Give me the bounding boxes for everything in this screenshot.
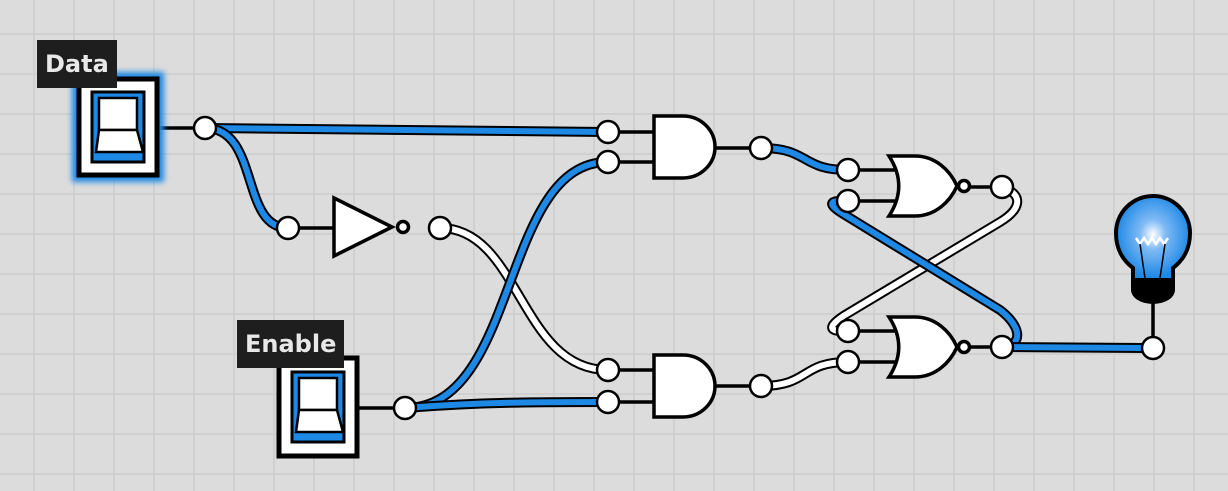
wire-data-to-and1[interactable] <box>200 123 613 137</box>
light-bulb-icon <box>1113 194 1193 304</box>
enable-switch[interactable] <box>276 355 360 459</box>
wire-nor2-feedback[interactable] <box>827 195 1023 352</box>
wire-and1-to-nor1[interactable] <box>756 143 853 175</box>
nor-gate-2[interactable] <box>885 315 972 379</box>
and-gate-2[interactable] <box>652 353 717 419</box>
pins[interactable] <box>192 115 1166 421</box>
not-gate[interactable] <box>332 195 411 259</box>
wire-to-bulb[interactable] <box>997 342 1158 353</box>
nor-gate-1[interactable] <box>885 154 972 218</box>
wire-enable-to-and2[interactable] <box>400 397 613 413</box>
wire-and2-to-nor2[interactable] <box>756 357 853 391</box>
wire-data-to-not[interactable] <box>200 123 293 233</box>
enable-label: Enable <box>237 320 345 368</box>
wire-enable-to-and1[interactable] <box>400 157 613 413</box>
data-label: Data <box>37 40 117 88</box>
and-gate-1[interactable] <box>652 114 717 180</box>
data-switch[interactable] <box>72 72 164 182</box>
wire-nor1-feedback[interactable] <box>827 182 1023 337</box>
wire-not-to-and2[interactable] <box>435 223 613 375</box>
